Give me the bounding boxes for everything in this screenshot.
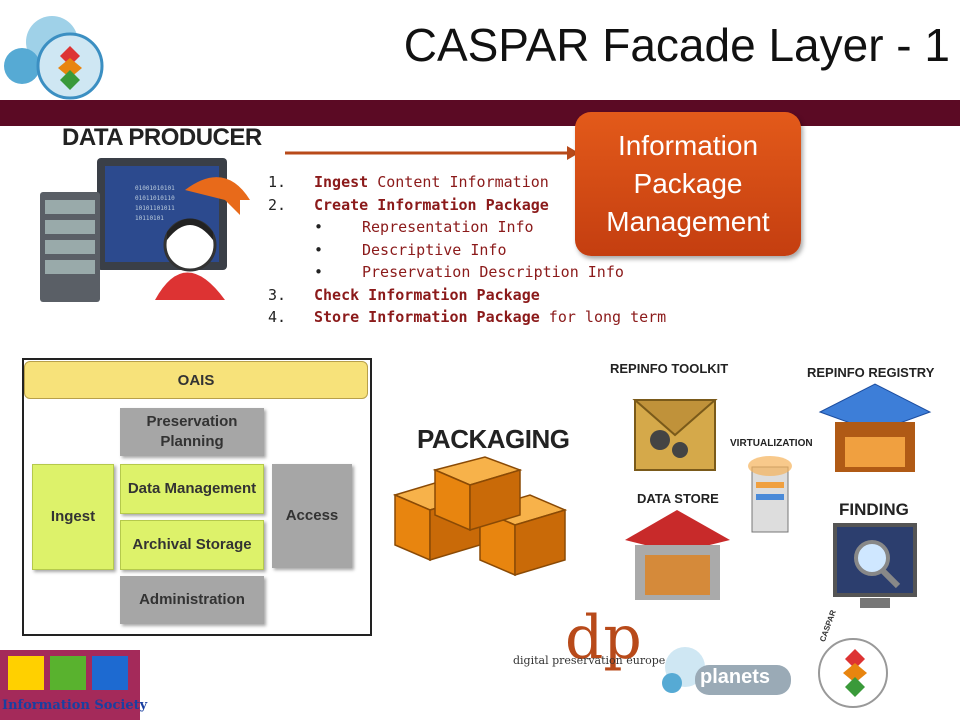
preservation-planning-block: Preservation Planning [120,408,264,456]
toolkit-briefcase-icon [632,399,718,471]
data-store-house-icon [625,510,730,600]
dpe-logo-letters: dp [565,603,642,673]
information-society-logo [0,650,140,720]
access-block: Access [272,464,352,568]
repinfo-registry-label: REPINFO REGISTRY [807,365,935,380]
svg-text:10110101: 10110101 [135,215,164,222]
data-producer-title: DATA PRODUCER [62,124,262,151]
archival-storage-block: Archival Storage [120,520,264,570]
planets-logo [662,647,791,695]
repinfo-toolkit-label: REPINFO TOOLKIT [610,361,729,376]
oais-header: OAIS [24,361,368,399]
step-item: 2.Create Information Package [268,195,549,214]
svg-text:01011010110: 01011010110 [135,195,175,202]
step-list: 1.Ingest Content Information 2.Create In… [268,173,666,331]
data-producer-illustration: 01001010101 01011010110 10101101011 1011… [40,158,250,302]
sub-step-item: •Representation Info [314,218,534,236]
finding-label: FINDING [839,500,909,519]
sub-step-item: •Descriptive Info [314,240,507,259]
data-management-block: Data Management [120,464,264,514]
administration-block: Administration [120,576,264,624]
step-item: 1.Ingest Content Information [268,173,549,191]
title-band [0,100,960,126]
ingest-block: Ingest [32,464,114,570]
oais-frame [22,358,372,636]
step-item: 4.Store Information Package for long ter… [268,308,667,326]
virtualization-label: VIRTUALIZATION [730,438,813,449]
packaging-title: PACKAGING [417,424,570,454]
flow-arrow [285,146,579,160]
sub-step-item: •Preservation Description Info [314,263,624,281]
finding-monitor-icon [833,523,917,608]
virtualization-server-icon [748,456,792,533]
svg-text:01001010101: 01001010101 [135,185,175,192]
information-society-text: Information Society [2,698,148,713]
step-item: 3.Check Information Package [268,285,540,304]
slide-title: CASPAR Facade Layer - 1 [403,19,950,71]
packaging-boxes-illustration [392,456,568,577]
dpe-logo-text: digital preservation europe [513,654,666,667]
planets-logo-text: planets [700,666,771,688]
ipm-label: Information Package Management [606,130,770,237]
registry-house-icon [818,383,932,472]
information-package-management-box: Information Package Management [575,112,801,256]
data-store-label: DATA STORE [637,491,719,506]
svg-text:10101101011: 10101101011 [135,205,175,212]
caspar-logo-top [4,16,104,100]
caspar-logo-bottom [818,638,888,708]
